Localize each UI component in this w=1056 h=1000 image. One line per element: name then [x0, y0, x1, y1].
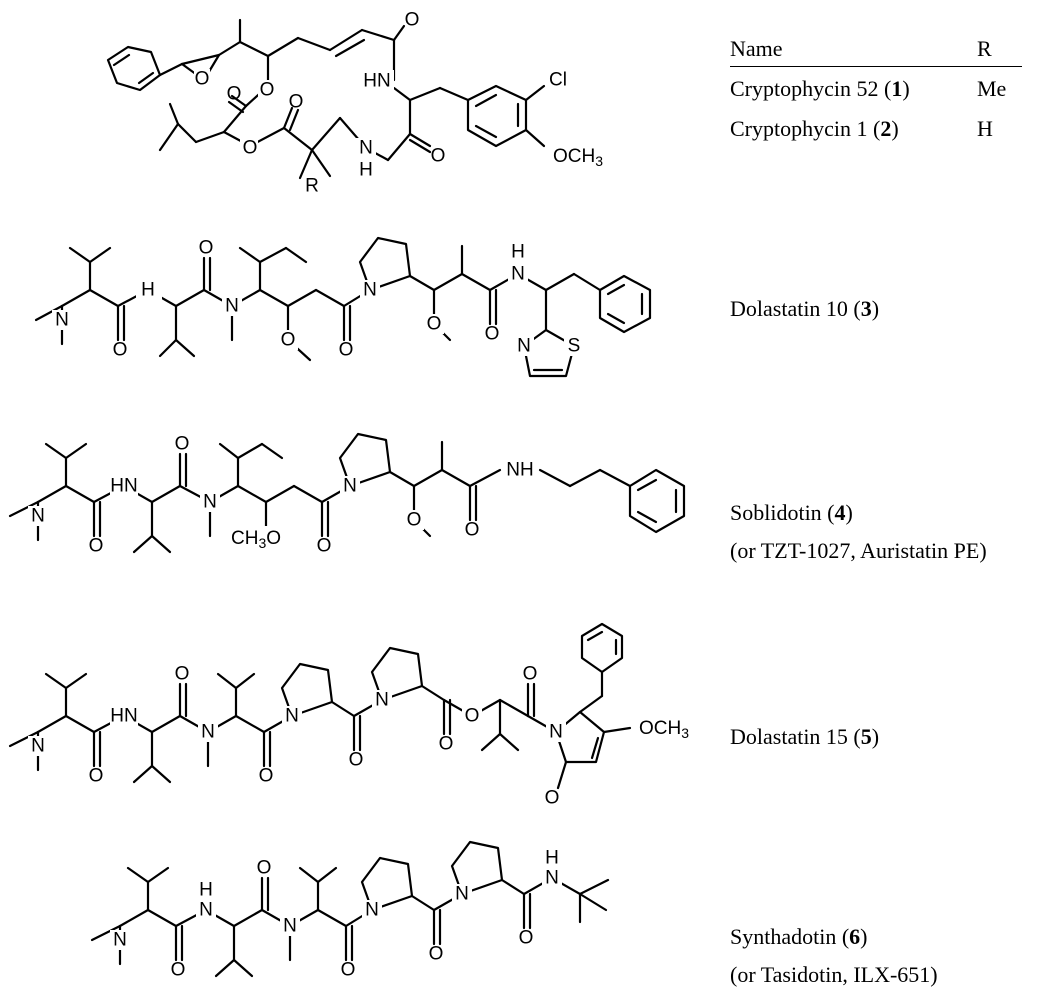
atom-o-d15-6: O — [523, 664, 538, 685]
atom-chlorine: Cl — [549, 70, 567, 91]
atom-carbonyl-o-2: O — [289, 92, 304, 113]
atom-n-d10-3: N — [363, 280, 377, 301]
phenyl-ring-crypto — [106, 45, 162, 92]
atom-methoxy-d15: OCH3 — [639, 718, 689, 742]
atom-carbonyl-o-4: O — [405, 10, 420, 31]
atom-o-d10-6: O — [485, 324, 500, 345]
atom-nh-d10-2: N — [511, 264, 525, 285]
chloromethoxyphenyl-ring — [466, 84, 528, 148]
atom-o-sob-4: O — [407, 510, 422, 531]
atom-nh-d10-1: H — [141, 280, 155, 301]
compound-label-dolastatin-10: Dolastatin 10 (3) — [730, 296, 880, 321]
atom-ester-o-d15: O — [465, 706, 480, 727]
atom-n-syn-1: N — [113, 930, 127, 951]
table-row-2-name: Cryptophycin 1 (2) — [730, 116, 899, 141]
atom-n-d15-3: N — [285, 706, 299, 727]
atom-thiazole-n: N — [517, 336, 531, 357]
atom-o-syn-1: O — [171, 960, 186, 981]
atom-n-sob-3: N — [343, 476, 357, 497]
table-header-name: Name — [730, 36, 783, 61]
atom-o-d10-4: O — [339, 340, 354, 361]
atom-o-sob-2: O — [175, 434, 190, 455]
atom-o-d15-2: O — [175, 664, 190, 685]
atom-nh-syn-2: N — [545, 868, 559, 889]
atom-o-syn-4: O — [429, 944, 444, 965]
atom-methoxy-sob-1: CH3O — [231, 528, 281, 552]
table-row-1-r: Me — [977, 76, 1007, 101]
atom-o-d10-1: O — [113, 340, 128, 361]
compound-label-synthadotin: Synthadotin (6) — [730, 924, 868, 949]
cryptophycin-structure: O O O O O R N H O HN O Cl OCH3 — [106, 10, 603, 197]
atom-n-d15-4: N — [375, 690, 389, 711]
table-header-r: R — [977, 36, 992, 61]
atom-o-d15-1: O — [89, 766, 104, 787]
epoxide — [158, 53, 221, 82]
atom-h-syn-1: H — [199, 880, 213, 901]
atom-o-sob-3: O — [317, 536, 332, 557]
dolastatin-10-structure: N H O O N O O N O O N H N S — [34, 236, 652, 378]
atom-nh-sob-1: HN — [110, 476, 137, 497]
atom-o-d10-5: O — [427, 314, 442, 335]
atom-o-syn-5: O — [519, 928, 534, 949]
atom-o-d10-2: O — [199, 238, 214, 259]
atom-o-syn-2: O — [257, 858, 272, 879]
atom-n-d10-1: N — [55, 310, 69, 331]
atom-nh-sob-2: NH — [506, 460, 533, 481]
atom-n-syn-3: N — [365, 900, 379, 921]
atom-o-sob-5: O — [465, 520, 480, 541]
table-row-2-r: H — [977, 116, 993, 141]
atom-o-d10-3: O — [281, 330, 296, 351]
atom-methoxy-1: OCH3 — [553, 146, 603, 170]
atom-thiazole-s: S — [568, 336, 581, 357]
atom-o-d15-3: O — [259, 766, 274, 787]
atom-nh-d15-1: HN — [110, 706, 137, 727]
compound-label-dolastatin-15: Dolastatin 15 (5) — [730, 724, 880, 749]
atom-h-syn-2: H — [545, 848, 559, 869]
atom-o-sob-1: O — [89, 536, 104, 557]
compound-alt-names-synthadotin: (or Tasidotin, ILX-651) — [730, 962, 938, 987]
atom-r-group: R — [305, 176, 319, 197]
atom-h-d10-2: H — [511, 242, 525, 263]
dolastatin-15-structure: N HN O O N O N O N O O O N O OCH3 — [8, 622, 689, 809]
atom-carbonyl-o-3: O — [431, 146, 446, 167]
compound-alt-names-soblidotin: (or TZT-1027, Auristatin PE) — [730, 538, 987, 563]
table-row-1-name: Cryptophycin 52 (1) — [730, 76, 910, 101]
atom-n-d10-2: N — [225, 296, 239, 317]
atom-o-syn-3: O — [341, 960, 356, 981]
atom-nh-syn-1: N — [199, 900, 213, 921]
atom-carbonyl-o-1: O — [227, 84, 242, 105]
atom-o-d15-5: O — [439, 734, 454, 755]
atom-n-d15-1: N — [31, 736, 45, 757]
atom-amide-h-1: H — [359, 160, 373, 181]
atom-ester-o-1: O — [260, 80, 275, 101]
atom-n-d15-2: N — [201, 722, 215, 743]
atom-n-sob-2: N — [203, 492, 217, 513]
compound-label-soblidotin: Soblidotin (4) — [730, 500, 853, 525]
atom-n-sob-1: N — [31, 506, 45, 527]
atom-epoxide-o: O — [195, 69, 210, 90]
atom-n-syn-2: N — [283, 916, 297, 937]
table-rule — [730, 66, 1022, 67]
atom-amide-n-1: N — [359, 138, 373, 159]
soblidotin-structure: N HN O O N CH3O O N O O NH — [8, 432, 686, 557]
atom-ester-o-2: O — [243, 138, 258, 159]
atom-n-d15-5: N — [549, 722, 563, 743]
atom-o-d15-4: O — [349, 750, 364, 771]
synthadotin-structure: N N H O O N O N O N O N H — [90, 840, 610, 981]
atom-amide-hn-2: HN — [363, 71, 390, 92]
atom-n-syn-4: N — [455, 884, 469, 905]
atom-o-d15-7: O — [545, 788, 560, 809]
